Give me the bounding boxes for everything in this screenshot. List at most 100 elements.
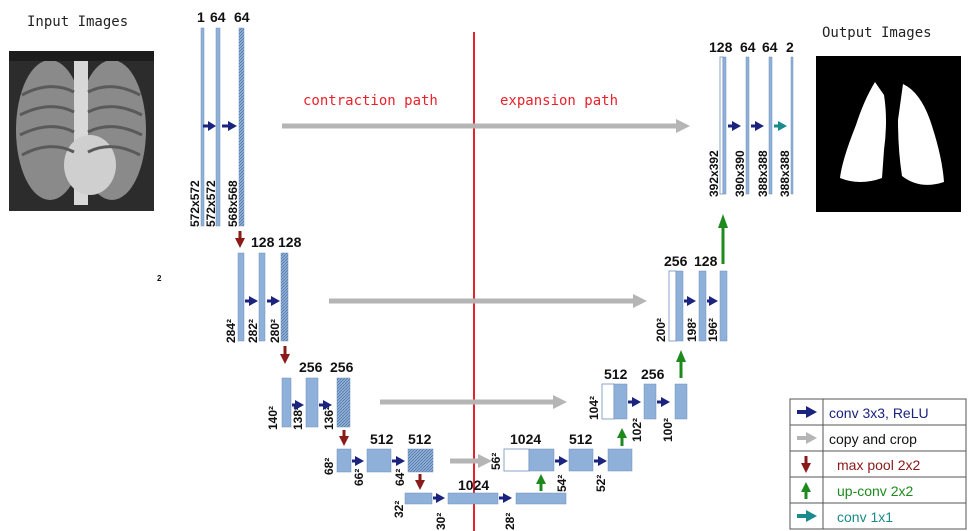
conv-arrow — [555, 456, 568, 466]
feature-map-block — [722, 56, 727, 195]
level4-channel-label: 512 — [408, 431, 432, 447]
up1-dim-label: 388x388 — [778, 150, 792, 197]
feature-map-block — [237, 252, 245, 342]
conv-arrow — [684, 296, 696, 306]
max-pool-arrow — [339, 430, 349, 446]
up3-dim-label: 100² — [661, 418, 675, 442]
up2-dim-label: 196² — [706, 318, 720, 342]
level4-dim-label: 68² — [322, 458, 336, 475]
output-mask-image — [816, 56, 961, 212]
feature-map-block — [336, 377, 351, 428]
stray-mark: 2 — [157, 274, 162, 283]
level4-channel-label: 512 — [370, 431, 394, 447]
level2-dim-label: 280² — [268, 319, 282, 343]
copy-crop-arrow-level2 — [329, 294, 647, 308]
contraction-path-label: contraction path — [303, 93, 438, 109]
bottom-dim-label: 30² — [434, 513, 448, 530]
feature-map-block — [447, 492, 499, 505]
up2-channel-label: 256 — [664, 253, 688, 269]
level2-channel-label: 128 — [278, 234, 302, 250]
feature-map-block — [528, 448, 555, 472]
up1-decoder: 128 64 64 2 392x392 390x390 388x388 388x… — [707, 39, 794, 197]
feature-map-block — [675, 270, 684, 342]
up4-dim-label: 54² — [555, 475, 569, 492]
legend-label: conv 1x1 — [837, 509, 893, 525]
up2-decoder: 256 128 200² 198² 196² — [654, 214, 728, 342]
feature-map-block — [503, 448, 530, 472]
copy-crop-arrow-level3 — [380, 395, 567, 409]
conv-arrow — [392, 456, 405, 466]
level3-channel-label: 256 — [299, 359, 323, 375]
feature-map-block — [238, 27, 245, 227]
conv-arrow — [267, 296, 280, 306]
conv-arrow — [433, 493, 445, 503]
max-pool-arrow — [280, 346, 290, 364]
bottleneck: 1024 32² 30² 28² — [392, 474, 567, 530]
legend-label: copy and crop — [829, 431, 917, 447]
feature-map-block — [515, 492, 567, 505]
feature-map-block — [404, 492, 433, 505]
feature-map-block — [281, 377, 292, 428]
level4-encoder: 512 512 68² 66² 64² — [322, 431, 434, 490]
level1-channel-label: 64 — [234, 9, 250, 25]
legend-item-maxpool: max pool 2x2 — [801, 456, 920, 473]
level3-dim-label: 140² — [266, 406, 280, 430]
expansion-path-label: expansion path — [500, 93, 618, 109]
conv-arrow — [292, 400, 304, 410]
conv-arrow — [728, 121, 741, 131]
copy-crop-arrow-level1 — [282, 119, 690, 133]
up-conv-arrow — [676, 350, 686, 378]
up1-channel-label: 2 — [786, 39, 794, 55]
conv-arrow — [499, 493, 512, 503]
feature-map-block — [366, 448, 392, 473]
conv-arrow — [751, 121, 764, 131]
feature-map-block — [745, 56, 750, 195]
level3-encoder: 256 256 140² 138² 136² — [266, 359, 354, 446]
level4-dim-label: 66² — [352, 469, 366, 486]
up4-dim-label: 56² — [489, 453, 503, 470]
up2-dim-label: 198² — [685, 318, 699, 342]
legend-box — [789, 398, 967, 530]
up3-decoder: 512 256 104² 102² 100² — [587, 350, 688, 442]
level1-channel-label: 64 — [210, 9, 226, 25]
feature-map-block — [607, 448, 633, 472]
conv-arrow — [628, 397, 641, 407]
level3-channel-label: 256 — [330, 359, 354, 375]
max-pool-arrow — [415, 474, 425, 490]
up4-decoder: 1024 512 56² 54² 52² — [489, 428, 633, 492]
legend-item-copy: copy and crop — [797, 431, 917, 447]
feature-map-block — [336, 448, 352, 473]
up1-channel-label: 128 — [709, 39, 733, 55]
level1-channel-label: 1 — [197, 9, 205, 25]
up1-dim-label: 392x392 — [707, 150, 721, 197]
arrow-right-icon — [797, 510, 817, 522]
level2-channel-label: 128 — [251, 234, 275, 250]
up1-channel-label: 64 — [740, 39, 756, 55]
up4-dim-label: 52² — [594, 475, 608, 492]
feature-map-block — [719, 270, 728, 342]
feature-map-block — [407, 448, 434, 473]
conv-arrow — [594, 456, 607, 466]
level2-dim-label: 282² — [246, 319, 260, 343]
arrow-up-icon — [801, 482, 811, 499]
level1-encoder: 1 64 64 572x572 572x572 568x568 — [188, 9, 250, 248]
up3-channel-label: 256 — [641, 366, 665, 382]
feature-map-block — [280, 252, 289, 342]
feature-map-block — [305, 377, 319, 428]
max-pool-arrow — [235, 231, 245, 248]
bottom-dim-label: 32² — [392, 501, 406, 518]
up2-dim-label: 200² — [654, 318, 668, 342]
feature-map-block — [258, 252, 266, 342]
output-images-caption: Output Images — [822, 25, 932, 41]
level1-dim-label: 572x572 — [204, 180, 218, 227]
up1-channel-label: 64 — [762, 39, 778, 55]
arrow-down-icon — [801, 456, 811, 473]
conv-arrow — [222, 121, 237, 131]
legend-item-conv1x1: conv 1x1 — [797, 509, 893, 525]
feature-map-block — [643, 383, 657, 420]
legend-item-conv: conv 3x3, ReLU — [797, 405, 929, 421]
up3-channel-label: 512 — [604, 366, 628, 382]
up-conv-arrow — [536, 474, 546, 491]
feature-map-block — [215, 27, 221, 227]
